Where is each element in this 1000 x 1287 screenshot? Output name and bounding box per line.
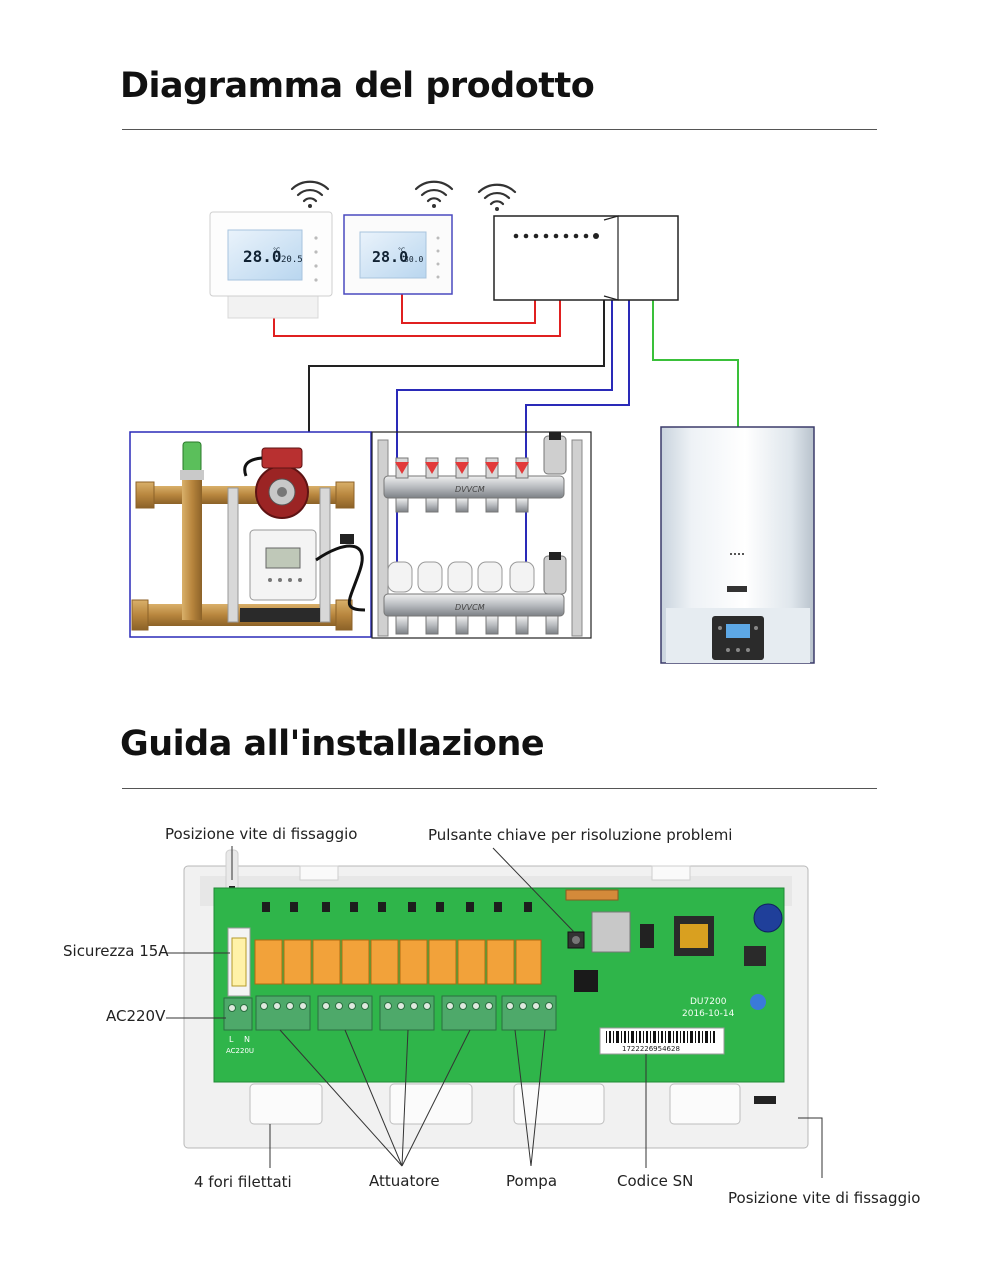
title-divider: [122, 788, 877, 789]
pump-mixing-group: [129, 431, 372, 638]
black-wire: [308, 300, 605, 432]
red-wires: [273, 294, 561, 337]
installation-guide-title: Guida all'installazione: [120, 724, 545, 764]
barcode: [606, 1031, 715, 1043]
wifi-icon: [290, 180, 330, 208]
floor-manifold: DVVCM DVVCM: [371, 431, 592, 639]
callout-threaded-holes: 4 fori filettati: [194, 1173, 292, 1191]
thermostat-2-temp: 28.0: [372, 248, 408, 266]
callout-fuse: Sicurezza 15A: [63, 942, 169, 960]
board-serial: 1722226954628: [622, 1045, 680, 1053]
thermostat-2: 28.0 °C 30.0: [343, 214, 453, 295]
actuators: [387, 561, 535, 593]
board-ac-label: AC220U: [226, 1047, 254, 1055]
callout-actuator: Attuatore: [369, 1172, 440, 1190]
product-diagram-title: Diagramma del prodotto: [120, 66, 595, 106]
manifold-brand-label: DVVCM: [455, 485, 485, 494]
boiler: [660, 426, 815, 664]
blue-wires: [396, 300, 630, 570]
relays: [254, 939, 542, 985]
thermostat-1-set-temp: 20.5: [281, 255, 303, 265]
callout-ac-input: AC220V: [106, 1007, 166, 1025]
callout-serial-code: Codice SN: [617, 1172, 694, 1190]
wifi-icon: [477, 183, 517, 211]
terminal-label-n: N: [244, 1035, 250, 1044]
thermostat-2-set-temp: 30.0: [404, 255, 423, 264]
callout-fixing-screw-top: Posizione vite di fissaggio: [165, 825, 358, 843]
flow-meters: [395, 457, 529, 479]
thermostat-1-temp: 28.0: [243, 247, 282, 266]
board-model: DU7200: [690, 997, 727, 1007]
callout-lines: [166, 846, 823, 1178]
manifold-brand-label: DVVCM: [455, 603, 485, 612]
terminal-blocks: [223, 995, 557, 1031]
green-wire: [652, 300, 739, 427]
callout-troubleshoot-key: Pulsante chiave per risoluzione problemi: [428, 826, 733, 844]
board-date: 2016-10-14: [682, 1009, 735, 1019]
wifi-icon: [414, 180, 454, 208]
wiring-hub: [493, 215, 679, 301]
title-divider: [122, 129, 877, 130]
thermostat-1-unit: °C: [273, 247, 280, 254]
thermostat-1: 28.0 °C 20.5: [209, 211, 333, 319]
terminal-label-l: L: [229, 1035, 234, 1044]
control-board: DU7200 2016-10-14 1722226954628 L N AC22…: [183, 849, 809, 1149]
thermostat-2-unit: °C: [398, 247, 405, 254]
callout-pump: Pompa: [506, 1172, 558, 1190]
callout-fixing-screw-bottom: Posizione vite di fissaggio: [728, 1189, 921, 1207]
